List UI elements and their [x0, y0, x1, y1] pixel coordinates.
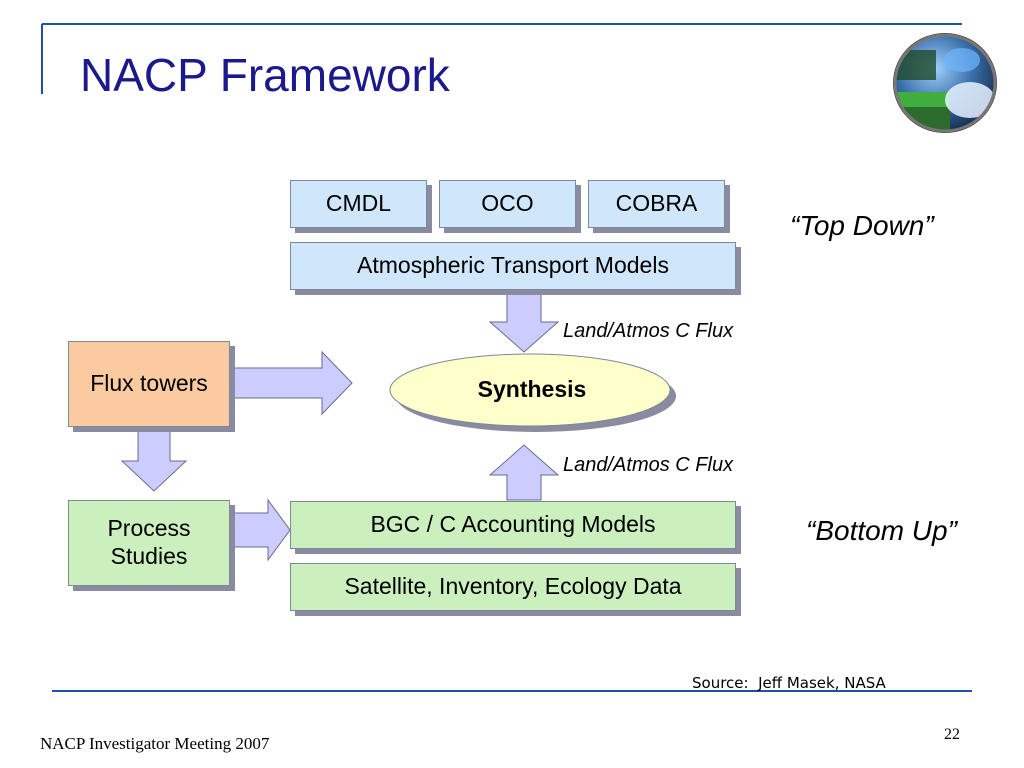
footer-text: NACP Investigator Meeting 2007	[40, 734, 270, 753]
atmospheric-transport-models-box: Atmospheric Transport Models	[290, 242, 736, 290]
top-flux-label: Land/Atmos C Flux	[563, 320, 734, 342]
arrow-flux-towers-to-synthesis	[231, 350, 353, 416]
flux-towers-box: Flux towers	[68, 341, 230, 427]
page-number: 22	[944, 726, 960, 743]
source-credit: Source: Jeff Masek, NASA	[692, 674, 886, 692]
arrow-bgc-to-synthesis	[488, 444, 560, 501]
process-studies-label: Process Studies	[107, 515, 191, 569]
arrow-process-to-bgc	[231, 498, 291, 562]
bottom-flux-label: Land/Atmos C Flux	[563, 454, 734, 476]
synthesis-node	[389, 353, 676, 432]
top-down-label: “Top Down”	[790, 210, 934, 241]
cobra-box: COBRA	[588, 180, 725, 228]
bgc-models-box: BGC / C Accounting Models	[290, 501, 736, 549]
process-studies-box: Process Studies	[68, 500, 230, 586]
bottom-up-label: “Bottom Up”	[806, 515, 957, 546]
synthesis-label: Synthesis	[477, 376, 587, 402]
arrow-flux-towers-to-process	[120, 427, 188, 492]
arrow-atmos-to-synthesis	[488, 290, 560, 353]
data-sources-box: Satellite, Inventory, Ecology Data	[290, 563, 736, 611]
cmdl-box: CMDL	[290, 180, 427, 228]
oco-box: OCO	[439, 180, 576, 228]
nacp-logo-icon	[893, 33, 997, 133]
slide-title: NACP Framework	[80, 49, 450, 101]
